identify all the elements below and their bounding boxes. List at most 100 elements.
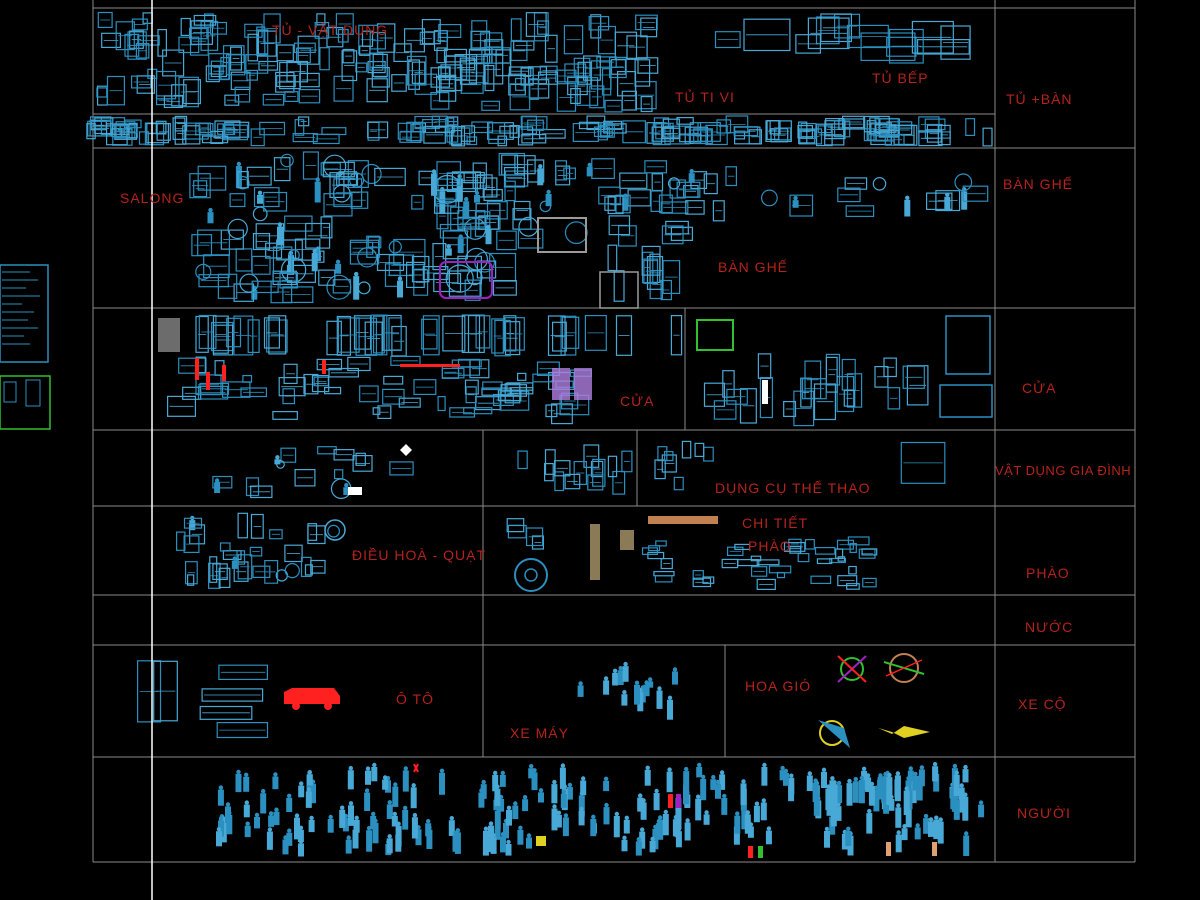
person-body — [914, 827, 921, 840]
person-body — [700, 778, 707, 801]
cad-block — [837, 556, 846, 562]
person-head — [638, 793, 643, 798]
person-body — [873, 789, 880, 812]
cad-block — [750, 566, 768, 577]
cad-block — [925, 192, 953, 211]
person-body — [675, 831, 682, 848]
person-head — [877, 775, 883, 780]
person-head — [673, 815, 679, 820]
person-body — [353, 276, 360, 300]
cad-block — [212, 475, 233, 489]
cad-block — [572, 122, 599, 142]
person-head — [636, 837, 641, 842]
cad-block — [470, 30, 491, 51]
person-body — [868, 785, 875, 806]
cad-block — [726, 388, 748, 405]
person-body — [386, 838, 393, 854]
cad-block — [178, 357, 207, 374]
person-body — [310, 783, 316, 804]
person-body — [503, 823, 509, 839]
category-vat-dung-gia-dinh: VẬT DỤNG GIA ĐÌNH — [995, 463, 1132, 478]
person-body — [492, 774, 499, 792]
cad-block — [663, 451, 674, 462]
category-nguoi: NGƯỜI — [1017, 805, 1071, 821]
person-body — [806, 775, 813, 791]
cad-block — [359, 45, 371, 56]
cad-block — [326, 320, 342, 356]
cad-block — [820, 13, 853, 43]
drawing-frame — [92, 0, 1136, 863]
person-head — [896, 830, 901, 835]
person-body — [640, 802, 647, 820]
cad-block — [237, 512, 249, 539]
cad-block — [369, 31, 387, 50]
cad-block — [863, 128, 877, 142]
person-body — [933, 773, 940, 792]
person-head — [411, 783, 416, 788]
person-body — [411, 817, 418, 839]
person-body — [666, 771, 673, 793]
person-body — [298, 785, 305, 798]
cad-block — [756, 559, 780, 566]
cad-block — [500, 384, 528, 397]
cad-block — [189, 27, 208, 40]
person-head — [412, 813, 418, 818]
person-head — [344, 483, 349, 488]
person-body — [452, 834, 459, 852]
cad-block — [670, 315, 683, 356]
cad-block — [554, 471, 565, 492]
person-body — [826, 794, 833, 816]
person-body — [963, 835, 970, 856]
person-body — [841, 833, 848, 850]
person-body — [526, 837, 532, 849]
person-body — [392, 786, 399, 807]
cad-block — [236, 550, 246, 565]
cad-block — [342, 48, 355, 64]
label-ban-ghe-inner: BÀN GHẾ — [718, 259, 789, 275]
person-head — [307, 770, 312, 775]
cad-block — [421, 318, 438, 350]
cad-block — [583, 444, 600, 468]
cad-block — [637, 57, 659, 74]
cad-block — [286, 60, 308, 83]
person-head — [648, 677, 653, 682]
cad-block — [621, 450, 633, 473]
cad-block — [319, 47, 330, 71]
person-head — [529, 764, 534, 769]
person-body — [480, 784, 487, 799]
person-head — [567, 782, 573, 788]
cad-block — [646, 122, 663, 144]
person-body — [391, 815, 398, 827]
cad-block — [528, 66, 548, 85]
person-head — [654, 788, 659, 794]
cad-block — [884, 133, 905, 146]
person-body — [962, 796, 969, 821]
cad-block — [253, 187, 280, 208]
person-head — [354, 271, 359, 277]
cad-block — [138, 131, 150, 145]
person-body — [821, 771, 827, 788]
cad-block — [304, 564, 313, 576]
person-body — [342, 817, 349, 832]
person-body — [644, 769, 651, 786]
person-body — [339, 809, 346, 828]
cad-block — [382, 388, 405, 405]
cad-block — [193, 180, 208, 198]
cad-block — [199, 705, 253, 720]
person-body — [835, 806, 842, 821]
cad-block — [294, 469, 316, 487]
cad-block — [521, 134, 547, 144]
cad-block — [486, 201, 508, 220]
cad-block — [813, 383, 836, 421]
person-body — [277, 226, 283, 246]
person-body — [551, 784, 558, 804]
cad-block — [847, 536, 870, 546]
cad-block — [404, 28, 426, 53]
person-body — [894, 775, 901, 802]
person-body — [672, 671, 678, 685]
cad-block — [297, 35, 320, 65]
person-body — [352, 829, 359, 849]
cad-block — [182, 386, 202, 400]
person-body — [635, 841, 642, 856]
